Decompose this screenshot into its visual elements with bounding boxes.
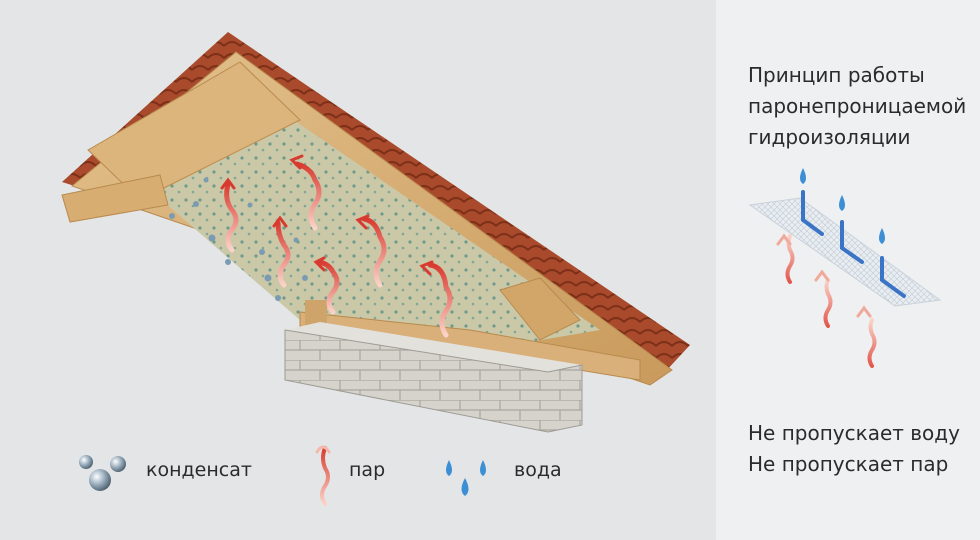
title-line-1: Принцип работы [748,63,925,87]
membrane-principle-diagram [748,168,942,368]
vapor-icon [315,445,331,506]
roof-illustration-panel: конденсат пар вода [61,32,690,506]
brick-wall [284,329,583,433]
vapor-arrows [220,154,453,338]
condensate-icon [79,455,126,491]
legend-label-condensate: конденсат [146,459,252,481]
title-line-2: паронепроницаемой [748,94,967,118]
brick-wall-top [285,322,582,372]
principle-title: Принцип работы паронепроницаемой гидроиз… [748,60,973,153]
properties-list: Не пропускает воду Не пропускает пар [748,418,960,480]
water-deflect-arrows [801,190,906,298]
rafter-left [61,174,169,223]
vapor-arrow-heads [776,233,872,318]
water-drops [800,168,885,244]
condensate-drops [169,177,308,301]
legend-label-vapor: пар [349,459,386,481]
water-drops-icon [446,460,486,496]
roof-cross-section [61,32,690,506]
explanation-panel: Принцип работы паронепроницаемой гидроиз… [716,0,980,540]
title-line-3: гидроизоляции [748,125,911,149]
property-no-water: Не пропускает воду [748,421,960,445]
rafter-right [499,277,581,341]
property-no-vapor: Не пропускает пар [748,452,949,476]
legend-label-water: вода [514,459,562,481]
membrane-surface [150,90,600,352]
